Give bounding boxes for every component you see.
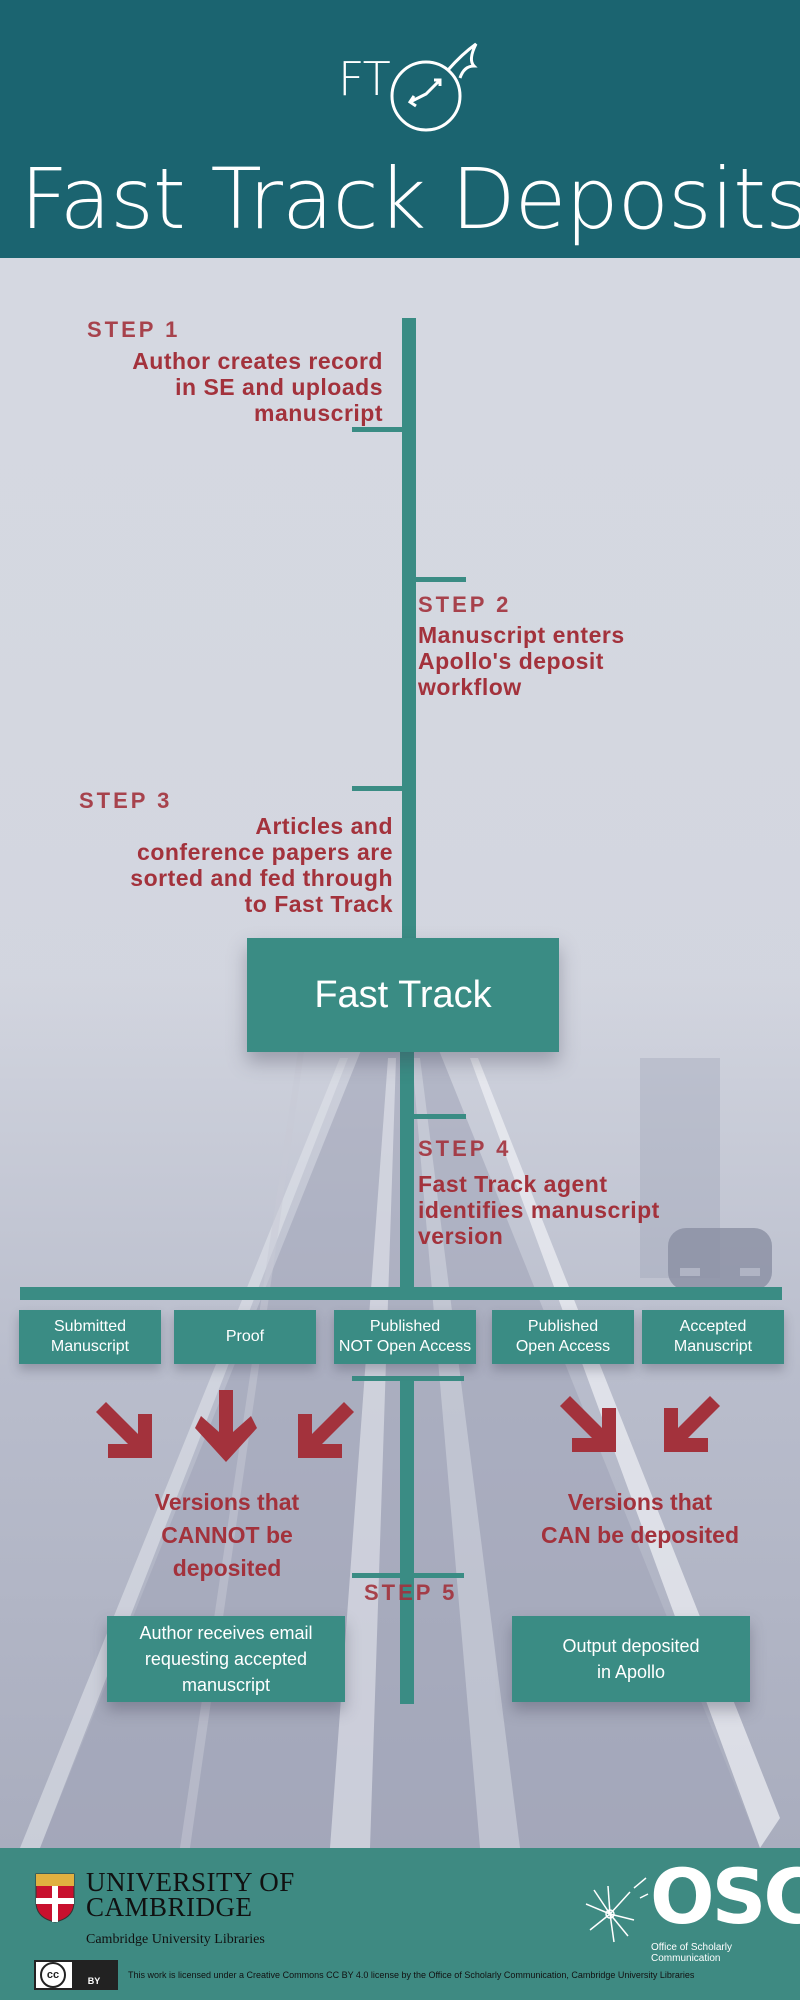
versions-bar bbox=[20, 1287, 782, 1300]
step4-label: STEP 4 bbox=[418, 1136, 512, 1161]
down-left-arrow-icon bbox=[298, 1402, 354, 1458]
down-arrow-icon bbox=[195, 1390, 257, 1462]
step5-tick bbox=[352, 1573, 464, 1578]
step4-tick bbox=[414, 1114, 466, 1119]
step1-tick bbox=[352, 427, 404, 432]
creative-commons-icon: cc BY bbox=[34, 1960, 118, 1990]
timeline-line bbox=[400, 1052, 414, 1288]
page-title: Fast Track Deposits bbox=[20, 150, 800, 248]
fast-track-box: Fast Track bbox=[247, 938, 559, 1052]
logo-text: FT bbox=[338, 52, 391, 106]
version-proof: Proof bbox=[174, 1310, 316, 1364]
osc-subtitle: Office of Scholarly Communication bbox=[651, 1942, 732, 1964]
down-right-arrow-icon bbox=[96, 1402, 152, 1458]
header: FT Fast Track Deposits bbox=[0, 0, 800, 258]
step3-label: STEP 3 bbox=[79, 788, 173, 813]
library-name: Cambridge University Libraries bbox=[86, 1932, 265, 1947]
dandelion-icon bbox=[585, 1877, 649, 1943]
cambridge-shield-icon bbox=[35, 1873, 75, 1923]
down-right-arrow-icon bbox=[560, 1396, 616, 1452]
step5-label: STEP 5 bbox=[364, 1580, 458, 1605]
down-left-arrow-icon bbox=[664, 1396, 720, 1452]
timeline-line bbox=[400, 1378, 414, 1704]
clock-arrow-icon bbox=[390, 42, 478, 132]
versions-tick bbox=[352, 1376, 464, 1381]
license-text: This work is licensed under a Creative C… bbox=[128, 1970, 695, 1980]
step1-label: STEP 1 bbox=[87, 317, 181, 342]
osc-logo: OSC bbox=[650, 1852, 800, 1941]
step2-label: STEP 2 bbox=[418, 592, 512, 617]
step2-tick bbox=[414, 577, 466, 582]
step3-tick bbox=[352, 786, 404, 791]
timeline-line bbox=[402, 318, 416, 938]
